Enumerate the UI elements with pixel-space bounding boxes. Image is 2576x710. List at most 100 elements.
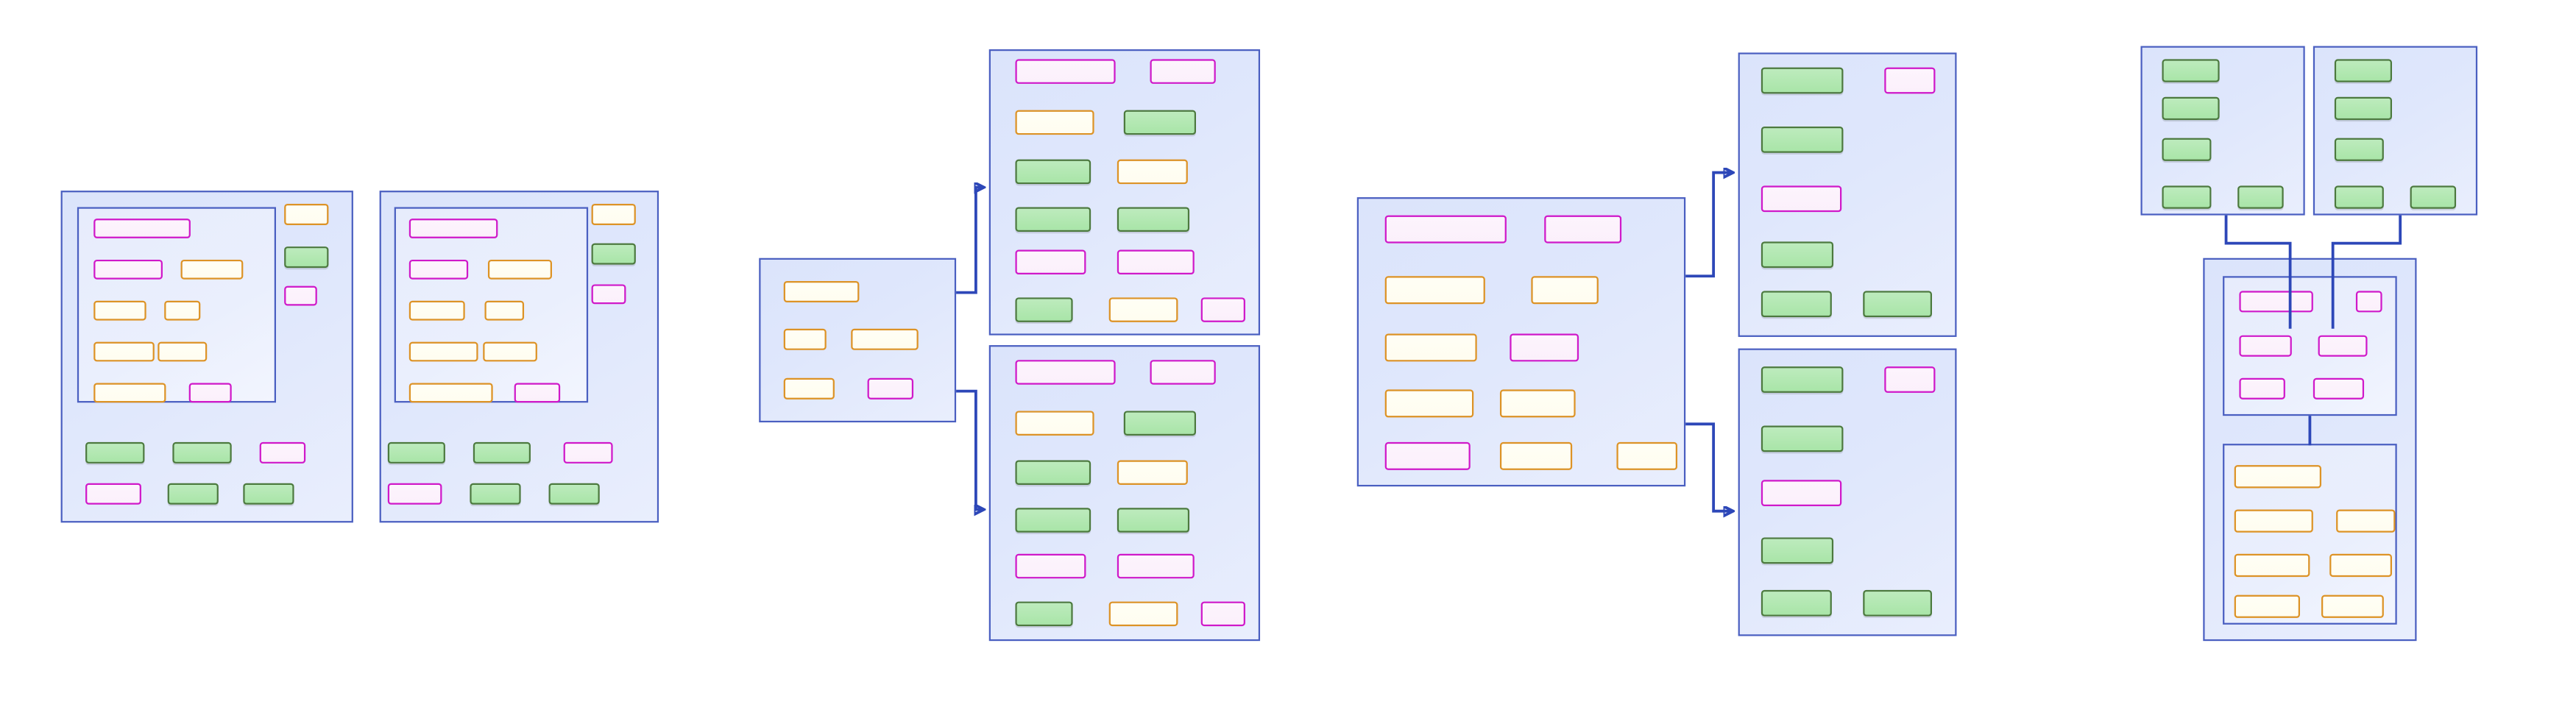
chip-green[interactable] — [284, 246, 329, 269]
chip-yellow[interactable] — [1117, 460, 1188, 485]
chip-green[interactable] — [1015, 159, 1091, 185]
chip-pink[interactable] — [1884, 67, 1936, 94]
chip-green[interactable] — [172, 441, 232, 464]
chip-green[interactable] — [1015, 508, 1091, 533]
chip-pink[interactable] — [1761, 480, 1842, 507]
chip-yellow[interactable] — [1531, 276, 1599, 305]
chip-pink[interactable] — [2355, 291, 2382, 313]
chip-pink[interactable] — [514, 383, 561, 403]
chip-pink[interactable] — [1384, 215, 1507, 244]
chip-yellow[interactable] — [2234, 553, 2310, 578]
chip-pink[interactable] — [1884, 366, 1936, 393]
chip-yellow[interactable] — [93, 383, 166, 403]
chip-green[interactable] — [2162, 185, 2212, 209]
chip-pink[interactable] — [188, 383, 232, 403]
chip-pink[interactable] — [93, 259, 163, 280]
chip-pink[interactable] — [1200, 601, 1245, 627]
chip-yellow[interactable] — [2329, 553, 2392, 578]
chip-green[interactable] — [1123, 110, 1196, 135]
chip-green[interactable] — [548, 483, 600, 505]
chip-yellow[interactable] — [1499, 389, 1576, 418]
chip-green[interactable] — [2410, 185, 2457, 209]
chip-green[interactable] — [2334, 96, 2392, 121]
chip-green[interactable] — [387, 441, 445, 464]
chip-green[interactable] — [2334, 138, 2384, 161]
chip-pink[interactable] — [1117, 553, 1195, 579]
chip-pink[interactable] — [1015, 59, 1116, 84]
chip-pink[interactable] — [2239, 335, 2292, 357]
chip-yellow[interactable] — [408, 300, 465, 321]
chip-green[interactable] — [2237, 185, 2284, 209]
chip-pink[interactable] — [1150, 59, 1216, 84]
chip-pink[interactable] — [85, 483, 141, 505]
chip-green[interactable] — [1863, 291, 1932, 318]
chip-pink[interactable] — [1150, 360, 1216, 385]
chip-yellow[interactable] — [783, 280, 860, 303]
chip-pink[interactable] — [408, 219, 498, 238]
chip-yellow[interactable] — [93, 341, 155, 362]
chip-yellow[interactable] — [1108, 297, 1178, 322]
chip-pink[interactable] — [1200, 297, 1245, 322]
chip-green[interactable] — [1015, 601, 1073, 627]
chip-green[interactable] — [2162, 96, 2220, 121]
chip-pink[interactable] — [1015, 249, 1086, 275]
chip-green[interactable] — [473, 441, 531, 464]
chip-yellow[interactable] — [1015, 411, 1094, 436]
chip-green[interactable] — [1761, 366, 1844, 393]
chip-yellow[interactable] — [1616, 441, 1678, 470]
chip-green[interactable] — [1015, 460, 1091, 485]
chip-pink[interactable] — [1384, 441, 1471, 470]
chip-green[interactable] — [470, 483, 521, 505]
chip-yellow[interactable] — [408, 341, 478, 362]
chip-green[interactable] — [1863, 589, 1932, 617]
chip-yellow[interactable] — [408, 383, 493, 403]
chip-pink[interactable] — [563, 441, 613, 464]
chip-yellow[interactable] — [2336, 509, 2396, 533]
chip-green[interactable] — [2334, 185, 2384, 209]
chip-green[interactable] — [1761, 537, 1834, 564]
chip-pink[interactable] — [387, 483, 442, 505]
chip-yellow[interactable] — [2321, 594, 2384, 618]
chip-yellow[interactable] — [1117, 159, 1188, 185]
chip-yellow[interactable] — [1499, 441, 1573, 470]
chip-green[interactable] — [2334, 59, 2392, 82]
chip-green[interactable] — [2162, 59, 2220, 82]
chip-green[interactable] — [1123, 411, 1196, 436]
chip-green[interactable] — [167, 483, 219, 505]
chip-green[interactable] — [2162, 138, 2212, 161]
chip-green[interactable] — [243, 483, 294, 505]
chip-pink[interactable] — [867, 377, 914, 400]
chip-green[interactable] — [1761, 425, 1844, 452]
chip-pink[interactable] — [591, 284, 626, 305]
chip-yellow[interactable] — [93, 300, 146, 321]
target-panel-bottom[interactable] — [988, 345, 1261, 642]
chip-pink[interactable] — [1510, 333, 1579, 362]
chip-pink[interactable] — [284, 285, 317, 306]
chip-yellow[interactable] — [1015, 110, 1094, 135]
chip-green[interactable] — [591, 243, 636, 265]
chip-yellow[interactable] — [783, 328, 827, 350]
chip-green[interactable] — [1761, 67, 1844, 94]
chip-pink[interactable] — [1544, 215, 1622, 244]
target-panel-top[interactable] — [988, 49, 1261, 336]
chip-yellow[interactable] — [180, 259, 244, 280]
chip-yellow[interactable] — [1384, 389, 1474, 418]
chip-yellow[interactable] — [487, 259, 552, 280]
chip-pink[interactable] — [2318, 335, 2368, 357]
chip-pink[interactable] — [2239, 291, 2313, 313]
chip-green[interactable] — [1117, 207, 1190, 232]
chip-pink[interactable] — [259, 441, 306, 464]
chip-pink[interactable] — [1761, 185, 1842, 213]
chip-yellow[interactable] — [851, 328, 919, 350]
chip-yellow[interactable] — [1384, 333, 1477, 362]
chip-green[interactable] — [85, 441, 145, 464]
chip-yellow[interactable] — [484, 300, 525, 321]
chip-pink[interactable] — [93, 219, 191, 238]
chip-pink[interactable] — [1015, 360, 1116, 385]
chip-yellow[interactable] — [284, 203, 329, 226]
chip-green[interactable] — [1015, 207, 1091, 232]
chip-pink[interactable] — [1117, 249, 1195, 275]
chip-yellow[interactable] — [2234, 509, 2313, 533]
chip-yellow[interactable] — [483, 341, 537, 362]
chip-pink[interactable] — [408, 259, 469, 280]
